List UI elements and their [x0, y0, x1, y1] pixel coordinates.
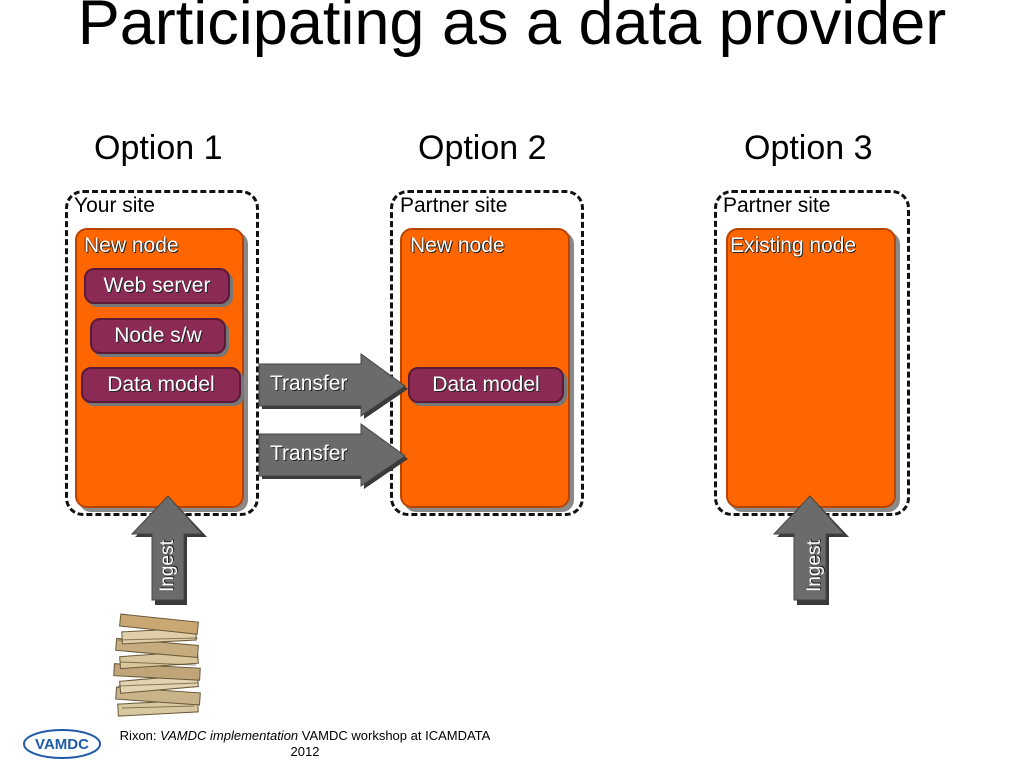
ingest-label-left: Ingest: [157, 540, 178, 592]
node-sw-pill: Node s/w: [90, 318, 226, 354]
footer-title-italic: VAMDC implementation: [160, 728, 299, 743]
option-3-node: [726, 228, 896, 508]
option-2-data-model-pill: Data model: [408, 367, 564, 403]
ingest-arrow-left-icon: [130, 495, 207, 605]
vamdc-logo: VAMDC: [22, 724, 102, 764]
option-2-site-label: Partner site: [400, 194, 508, 217]
paper-stack-icon: [113, 613, 201, 717]
vamdc-logo-text: VAMDC: [35, 736, 89, 753]
ingest-label-right: Ingest: [804, 540, 825, 592]
transfer-label-1: Transfer: [270, 372, 348, 395]
footer-author: Rixon:: [119, 728, 157, 743]
option-1-node-label: New node: [84, 234, 179, 257]
option-1-data-model-pill: Data model: [81, 367, 241, 403]
footer-year: 2012: [290, 744, 320, 759]
option-2-node-label: New node: [410, 234, 505, 257]
option-3-node-label: Existing node: [730, 234, 857, 257]
option-3-site-label: Partner site: [723, 194, 831, 217]
footer-rest: VAMDC workshop at ICAMDATA: [301, 728, 491, 743]
vamdc-logo-icon: VAMDC: [23, 729, 101, 759]
ingest-arrow-right-icon: [772, 495, 849, 605]
option-2-heading: Option 2: [418, 129, 547, 167]
transfer-arrow-2-icon: [258, 423, 408, 489]
option-1-heading: Option 1: [94, 129, 223, 167]
option-3-heading: Option 3: [744, 129, 873, 167]
transfer-label-2: Transfer: [270, 442, 348, 465]
option-1-site-label: Your site: [74, 194, 155, 217]
slide-title: Participating as a data provider: [77, 0, 947, 58]
option-2-site-box: [390, 190, 584, 516]
footer-citation: Rixon: VAMDC implementation VAMDC worksh…: [100, 728, 510, 744]
web-server-pill: Web server: [84, 268, 230, 304]
transfer-arrow-1-icon: [258, 353, 408, 419]
